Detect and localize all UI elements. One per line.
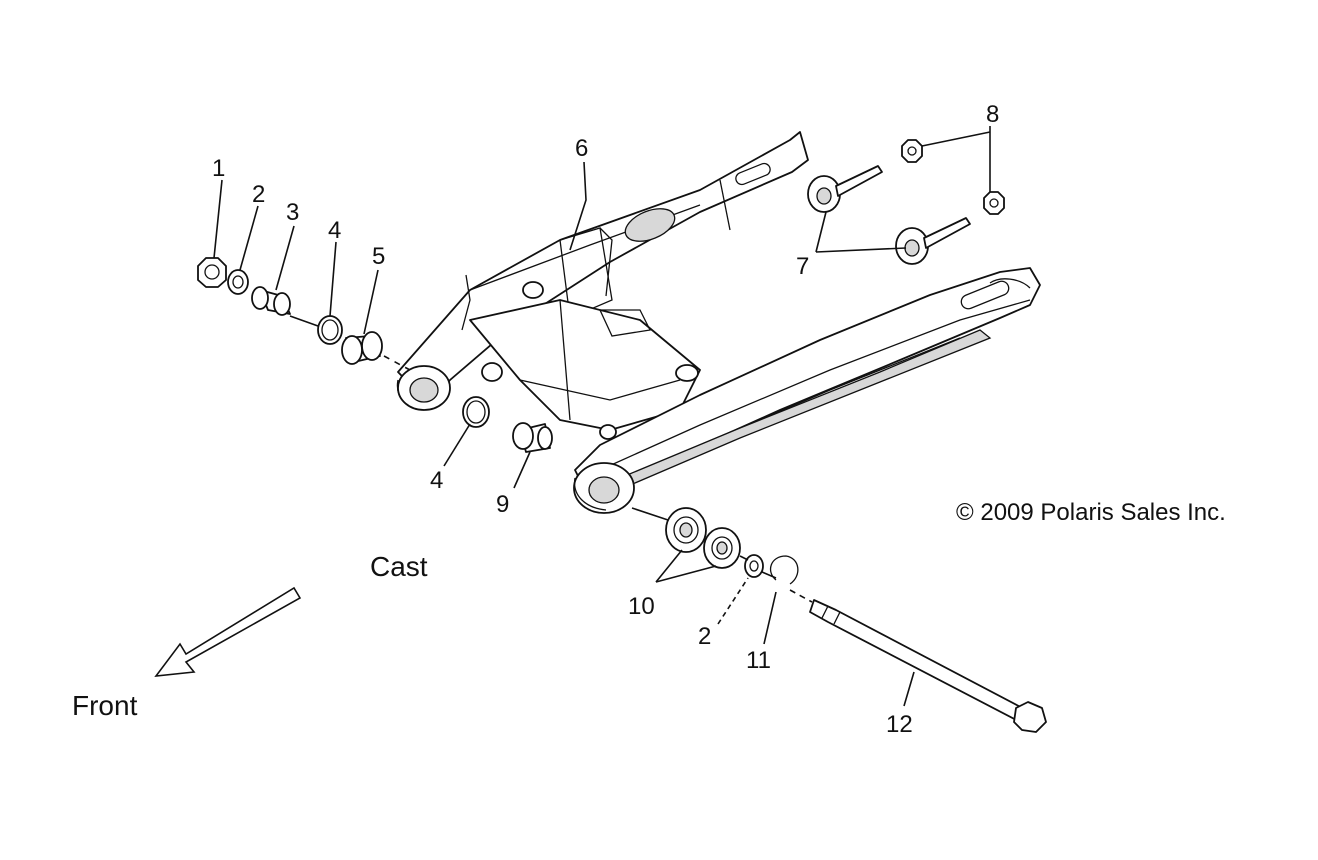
lower-ring-and-bushing <box>462 396 553 453</box>
callout-5: 5 <box>372 243 385 270</box>
front-direction-arrow <box>154 586 302 677</box>
callout-2-lower: 2 <box>698 623 711 650</box>
callout-8: 8 <box>986 101 999 128</box>
cast-label: Cast <box>370 551 428 582</box>
callout-12: 12 <box>886 711 913 738</box>
callout-10: 10 <box>628 593 655 620</box>
callout-2: 2 <box>252 181 265 208</box>
callout-11: 11 <box>746 647 771 674</box>
swingarm-part <box>396 131 1041 514</box>
callout-4-lower: 4 <box>430 467 443 494</box>
copyright-notice: © 2009 Polaris Sales Inc. <box>956 499 1226 526</box>
callout-4: 4 <box>328 217 341 244</box>
front-label: Front <box>72 690 138 721</box>
leader-lines <box>213 126 991 707</box>
callout-3: 3 <box>286 199 299 226</box>
upper-right-hardware <box>807 139 1005 265</box>
callout-1: 1 <box>212 155 225 182</box>
pivot-hardware <box>631 507 1047 733</box>
callout-6: 6 <box>575 135 588 162</box>
left-hardware-stack <box>197 257 411 371</box>
callout-7: 7 <box>796 253 809 280</box>
callout-9: 9 <box>496 491 509 518</box>
